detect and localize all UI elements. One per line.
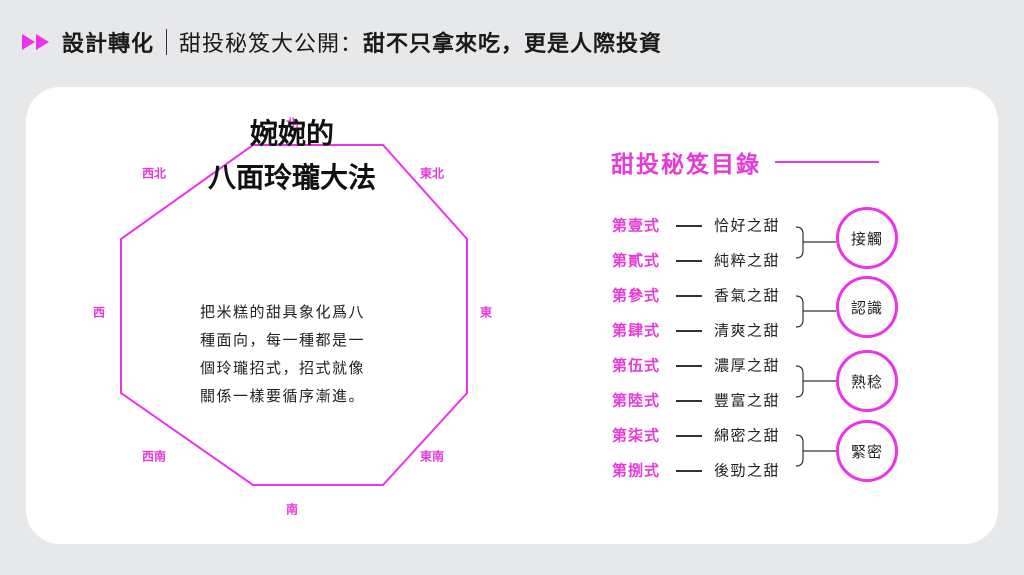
toc-title-rule [775,161,879,163]
stage-circle: 緊密 [836,420,898,482]
toc-item-name: 綿密之甜 [714,426,781,445]
direction-northeast: 東北 [419,166,445,181]
description-line: 個玲瓏招式，招式就像 [200,359,366,377]
toc-item-name: 純粹之甜 [714,251,781,270]
toc-item-label: 第壹式 [612,216,661,235]
toc-item-name: 香氣之甜 [714,286,781,305]
description-line: 關係一樣要循序漸進。 [200,387,366,405]
description-line: 把米糕的甜具象化爲八 [200,303,366,321]
stage-bracket [795,295,836,328]
slide-title-part1: 甜投秘笈大公開： [179,32,364,57]
section-label: 設計轉化 [62,32,155,57]
toc-item-dash [676,225,702,227]
octagon-description: 把米糕的甜具象化爲八 種面向，每一種都是一 個玲瓏招式，招式就像 關係一樣要循序… [200,298,420,410]
toc-item-dash [676,260,702,262]
toc-item-label: 第柒式 [612,426,661,445]
toc-item-label: 第捌式 [612,461,661,480]
toc-item-label: 第陸式 [612,391,661,410]
toc-item-label: 第肆式 [612,321,661,340]
stage-label: 接觸 [850,229,883,248]
stage-label: 熟稔 [850,372,883,391]
toc-item-dash [676,330,702,332]
toc-item-name: 清爽之甜 [714,321,781,340]
content-card: 北 東北 東 東南 南 西南 西 西北 [26,87,998,544]
stage-bracket [795,434,836,467]
toc-item-name: 濃厚之甜 [714,356,781,375]
description-line: 種面向，每一種都是一 [200,331,366,349]
header-divider [166,29,168,55]
stage-circle: 接觸 [836,207,898,269]
direction-east: 東 [479,305,493,320]
toc-item-dash [676,470,702,472]
toc-item-label: 第參式 [612,286,661,305]
direction-northwest: 西北 [141,166,167,181]
stage-circle: 熟稔 [836,350,898,412]
octagon-shape [120,144,468,486]
stage-label: 緊密 [850,442,883,461]
toc-item-label: 第伍式 [612,356,661,375]
direction-south: 南 [285,502,299,517]
stage-circle: 認識 [836,276,898,338]
toc-item-name: 恰好之甜 [714,216,781,235]
slide-header: 設計轉化 甜投秘笈大公開： 甜不只拿來吃，更是人際投資 [22,24,662,60]
direction-north: 北 [285,116,299,131]
direction-southeast: 東南 [419,449,445,464]
toc-item-dash [676,400,702,402]
direction-west: 西 [92,305,106,320]
toc-item-dash [676,435,702,437]
octagon-diagram [120,144,468,486]
octagon-title-line2: 八面玲瓏大法 [207,161,377,194]
octagon-title-line1: 婉婉的 [249,117,335,150]
stage-bracket [795,226,836,259]
slide-title-part2: 甜不只拿來吃，更是人際投資 [363,32,663,57]
double-play-icon [22,34,50,50]
toc-header: 甜投秘笈目錄 [611,145,879,179]
stage-label: 認識 [850,298,883,317]
direction-southwest: 西南 [141,449,167,464]
stage-bracket [795,365,836,398]
toc-item-name: 豐富之甜 [714,391,781,410]
toc-item-dash [676,365,702,367]
toc-item-name: 後勁之甜 [714,461,781,480]
toc-title: 甜投秘笈目錄 [611,152,761,178]
octagon-title: 婉婉的 八面玲瓏大法 [208,112,376,200]
toc-item-label: 第貳式 [612,251,661,270]
toc-item-dash [676,295,702,297]
